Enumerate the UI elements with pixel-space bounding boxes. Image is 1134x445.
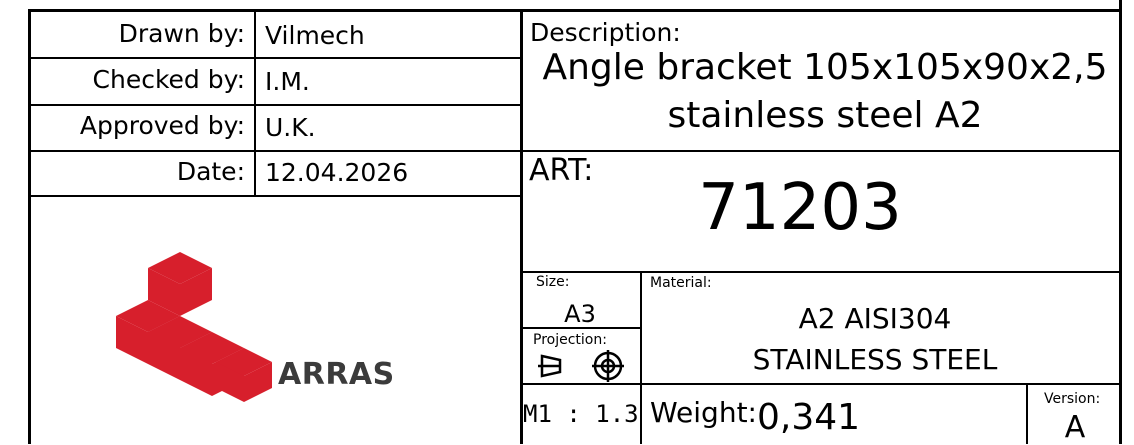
scale-value: M1 : 1.3 bbox=[523, 400, 639, 428]
projection-label: Projection: bbox=[533, 332, 607, 348]
drawn-by-value: Vilmech bbox=[265, 21, 365, 50]
left-panel-column-divider bbox=[254, 9, 256, 197]
arras-logo bbox=[112, 252, 402, 402]
checked-by-value: I.M. bbox=[265, 67, 310, 96]
third-angle-projection-icon bbox=[538, 350, 624, 382]
checked-by-label: Checked by: bbox=[92, 65, 245, 94]
weight-value: 0,341 bbox=[757, 397, 861, 438]
art-lower-divider bbox=[520, 271, 1122, 273]
material-line-2: STAINLESS STEEL bbox=[752, 343, 998, 376]
art-value: 71203 bbox=[698, 171, 902, 245]
drawn-by-label: Drawn by: bbox=[118, 19, 245, 48]
size-material-divider bbox=[640, 271, 642, 444]
lower-row-divider bbox=[520, 383, 1122, 385]
version-label: Version: bbox=[1044, 391, 1101, 407]
left-border bbox=[28, 9, 31, 444]
size-label: Size: bbox=[536, 274, 570, 290]
date-label: Date: bbox=[176, 157, 245, 186]
material-line-1: A2 AISI304 bbox=[798, 302, 952, 335]
size-projection-divider bbox=[520, 327, 642, 329]
version-value: A bbox=[1064, 410, 1086, 445]
size-value: A3 bbox=[564, 300, 596, 328]
approved-by-value: U.K. bbox=[265, 113, 316, 142]
description-line-2: stainless steel A2 bbox=[667, 95, 983, 136]
arras-logo-icon bbox=[116, 252, 272, 402]
date-value: 12.04.2026 bbox=[265, 158, 409, 187]
description-line-1: Angle bracket 105x105x90x2,5 bbox=[542, 47, 1108, 88]
approved-by-label: Approved by: bbox=[79, 111, 245, 140]
material-label: Material: bbox=[650, 275, 712, 291]
left-panel-row-divider-4 bbox=[28, 195, 522, 197]
art-label: ART: bbox=[529, 153, 594, 188]
top-border bbox=[28, 9, 1122, 12]
left-panel-row-divider-2 bbox=[28, 104, 522, 106]
version-divider bbox=[1026, 383, 1028, 444]
left-panel-row-divider-3 bbox=[28, 150, 522, 152]
description-label: Description: bbox=[530, 18, 681, 47]
projection-symbol bbox=[532, 350, 632, 382]
left-right-main-divider bbox=[520, 9, 523, 444]
left-panel-row-divider-1 bbox=[28, 57, 522, 59]
weight-label: Weight: bbox=[650, 396, 757, 429]
arras-logo-text: ARRAS bbox=[278, 357, 395, 392]
right-border bbox=[1119, 0, 1122, 444]
description-art-divider bbox=[520, 150, 1122, 152]
